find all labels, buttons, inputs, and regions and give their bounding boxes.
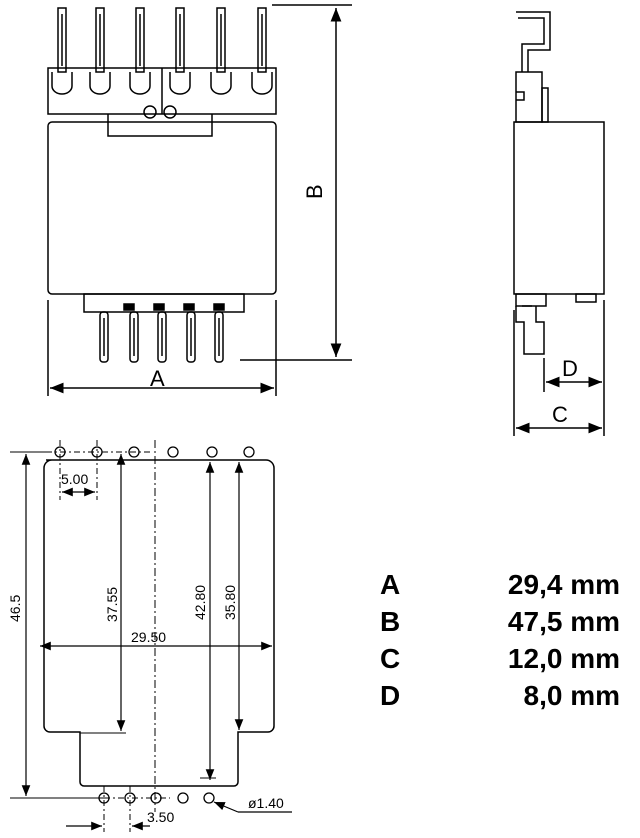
label-a: A: [150, 366, 165, 391]
dim-37-55: 37.55: [104, 587, 120, 622]
dimension-d: [543, 300, 605, 436]
dim-3-50: 3.50: [147, 809, 174, 825]
footprint-dimensions: [21, 454, 292, 831]
front-view: [47, 7, 277, 363]
spec-key: B: [380, 606, 401, 637]
dim-46-5: 46.5: [7, 595, 23, 622]
top-pins: [57, 7, 267, 73]
spec-row: A 29,4 mm: [380, 566, 620, 603]
bottom-connector: [83, 293, 245, 313]
label-d: D: [562, 356, 578, 381]
spec-table: A 29,4 mm B 47,5 mm C 12,0 mm D 8,0 mm: [380, 566, 620, 714]
dim-hole: ø1.40: [248, 795, 284, 811]
dim-29-50: 29.50: [131, 629, 166, 645]
label-b: B: [302, 184, 327, 199]
spec-value: 47,5 mm: [507, 606, 620, 637]
dim-35-80: 35.80: [222, 585, 238, 620]
spec-key: C: [380, 643, 401, 674]
footprint-outline: [43, 459, 275, 787]
side-view: [513, 11, 605, 355]
spec-row: D 8,0 mm: [380, 677, 620, 714]
dimension-a: [47, 300, 277, 396]
dimension-c: [513, 310, 602, 436]
top-hole-row: [46, 440, 255, 500]
spec-value: 12,0 mm: [507, 643, 620, 674]
dimension-b: [240, 4, 352, 361]
spec-key: D: [380, 680, 401, 711]
footprint-view: [10, 440, 275, 832]
spec-value: 8,0 mm: [523, 680, 621, 711]
label-c: C: [552, 402, 568, 427]
bottom-pins: [99, 311, 224, 363]
spec-key: A: [380, 569, 401, 600]
dim-pitch: 5.00: [61, 471, 88, 487]
dim-42-80: 42.80: [192, 585, 208, 620]
transformer-body: [47, 121, 277, 295]
spec-value: 29,4 mm: [507, 569, 620, 600]
spec-row: B 47,5 mm: [380, 603, 620, 640]
bottom-hole-row: [90, 786, 215, 832]
spec-row: C 12,0 mm: [380, 640, 620, 677]
terminal-header: [47, 67, 277, 137]
